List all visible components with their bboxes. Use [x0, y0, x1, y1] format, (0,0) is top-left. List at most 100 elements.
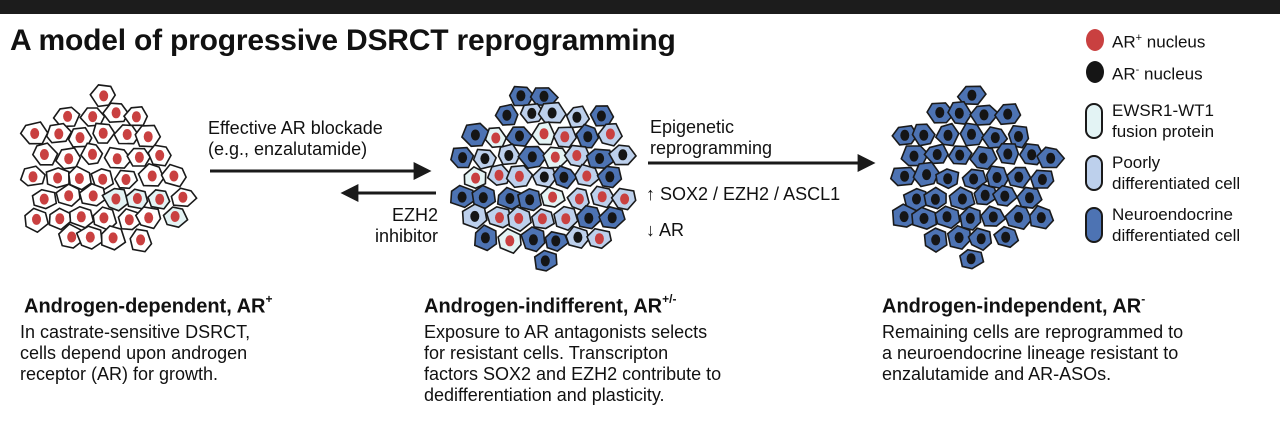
nucleus: [54, 128, 64, 140]
nucleus: [965, 212, 975, 224]
legend-fusion-protein-label: EWSR1-WT1 fusion protein: [1112, 101, 1215, 141]
nucleus: [551, 235, 561, 247]
nucleus: [514, 170, 524, 182]
nucleus: [111, 193, 121, 205]
nucleus: [74, 173, 84, 184]
nucleus: [597, 191, 607, 203]
nucleus: [980, 189, 990, 201]
nucleus: [527, 151, 537, 163]
nucleus: [572, 150, 582, 161]
nucleus: [935, 107, 945, 118]
nucleus: [514, 212, 524, 224]
nucleus: [560, 131, 570, 143]
marker-down-label: ↓ AR: [646, 220, 685, 240]
nucleus: [30, 128, 40, 139]
nucleus: [1036, 212, 1046, 224]
nucleus: [990, 132, 1000, 144]
nucleus: [495, 212, 504, 224]
nucleus: [108, 232, 118, 244]
nucleus: [143, 131, 153, 143]
stage-1-title: Androgen-dependent, AR+: [24, 292, 273, 318]
nucleus: [969, 173, 979, 185]
stage-2-title: Androgen-indifferent, AR+/-: [424, 292, 677, 318]
nucleus: [491, 132, 501, 144]
nucleus: [505, 235, 515, 247]
nucleus: [1025, 192, 1034, 204]
nucleus: [967, 89, 977, 101]
down-arrow-icon: ↓: [646, 220, 655, 240]
legend-neuroendocrine-label: Neuroendocrine differentiated cell: [1112, 205, 1241, 245]
nucleus: [547, 107, 557, 119]
nucleus: [561, 213, 571, 225]
nucleus: [516, 90, 526, 102]
nucleus: [540, 255, 550, 267]
marker-up-label: ↑ SOX2 / EZH2 / ASCL1: [646, 184, 841, 204]
legend-poorly-differentiated-icon: [1085, 155, 1103, 191]
nucleus: [67, 231, 77, 243]
nucleus: [98, 173, 108, 185]
nucleus: [605, 128, 615, 140]
nucleus: [900, 129, 910, 141]
nucleus: [573, 231, 583, 243]
nucleus: [457, 191, 467, 203]
nucleus: [539, 128, 549, 140]
legend-neuroendocrine-icon: [1085, 207, 1103, 243]
nucleus: [75, 132, 85, 144]
nucleus: [955, 149, 965, 161]
nucleus: [63, 110, 73, 122]
nucleus: [1027, 149, 1037, 161]
nucleus: [470, 210, 480, 222]
nucleus: [942, 211, 952, 223]
nucleus: [480, 153, 490, 165]
nucleus: [178, 191, 188, 203]
nucleus: [574, 193, 584, 205]
nucleus: [583, 131, 593, 143]
nucleus: [992, 172, 1002, 183]
nucleus: [618, 149, 628, 161]
nucleus: [1014, 211, 1024, 223]
cluster-androgen-dependent: [19, 84, 198, 253]
nucleus: [111, 107, 121, 119]
nucleus: [900, 170, 910, 182]
figure-title: A model of progressive DSRCT reprogrammi…: [10, 24, 676, 57]
nucleus: [39, 149, 49, 160]
nucleus: [55, 213, 65, 225]
nucleus: [954, 107, 964, 119]
nucleus: [1000, 190, 1010, 202]
nucleus: [559, 171, 569, 183]
nucleus: [976, 233, 986, 245]
nucleus: [112, 153, 122, 165]
nucleus: [978, 152, 988, 164]
legend-poorly-differentiated-label: Poorly differentiated cell: [1112, 153, 1241, 193]
nucleus: [966, 253, 976, 265]
nucleus: [1003, 148, 1013, 160]
reverse-arrow-1-label: EZH2 inhibitor: [374, 205, 438, 246]
nucleus: [39, 193, 49, 205]
nucleus: [1003, 108, 1013, 120]
nucleus: [122, 129, 132, 140]
stage-2-description: Exposure to AR antagonists selects for r…: [424, 322, 722, 405]
nucleus: [957, 193, 967, 205]
nucleus: [136, 234, 146, 246]
legend-fusion-protein-icon: [1085, 103, 1103, 139]
nucleus: [979, 109, 989, 121]
cell-clusters: [19, 84, 1066, 272]
nucleus: [548, 191, 558, 203]
nucleus: [64, 153, 74, 165]
nucleus: [932, 149, 942, 160]
nucleus: [527, 107, 537, 119]
nucleus: [909, 150, 919, 162]
nucleus: [155, 193, 165, 205]
nucleus: [550, 151, 560, 163]
nucleus: [121, 174, 131, 185]
nucleus: [967, 128, 976, 140]
nucleus: [502, 109, 512, 121]
cluster-androgen-indifferent: [449, 85, 638, 272]
nucleus: [515, 130, 524, 142]
nucleus: [76, 211, 86, 223]
nucleus: [470, 129, 480, 141]
nucleus: [594, 233, 604, 245]
legend-black-nucleus-icon: [1086, 61, 1104, 83]
nucleus: [480, 232, 490, 244]
top-bar: [0, 0, 1280, 14]
